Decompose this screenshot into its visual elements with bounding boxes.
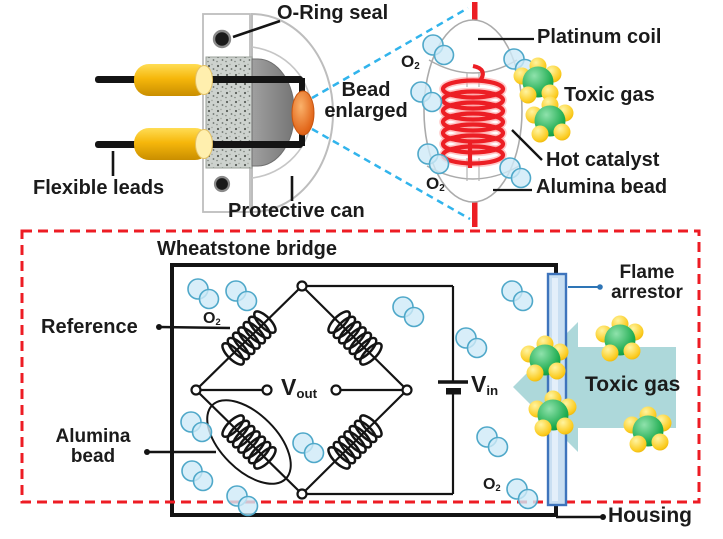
o-ring-pointer-line <box>232 19 281 39</box>
battery-icon <box>438 380 468 395</box>
flame-arrestor-label: Flame arrestor <box>611 262 683 303</box>
o-ring-bottom <box>213 175 231 193</box>
hot-catalyst-pointer-line <box>511 129 543 161</box>
alumina-bead-label-bottom: Alumina bead <box>55 426 131 467</box>
toxic-gas-molecule <box>595 315 644 362</box>
o-ring-top <box>212 29 232 49</box>
v-out-label: Vout <box>281 374 318 401</box>
housing-label: Housing <box>608 504 692 527</box>
zoom-dashed-line-top <box>311 6 469 100</box>
red-axis-bottom <box>472 201 478 227</box>
o-ring-seal-label: O-Ring seal <box>277 2 389 24</box>
porous-sinter-block <box>205 56 253 169</box>
flame-arrestor-bar <box>546 272 568 507</box>
wheatstone-bridge-title: Wheatstone bridge <box>157 238 338 260</box>
o2-label-circuit-right: O2 <box>483 476 501 494</box>
dashed-border <box>20 229 701 504</box>
hot-catalyst-label: Hot catalyst <box>546 149 660 171</box>
platinum-coil-drawing <box>439 63 507 168</box>
toxic-gas-label-bottom: Toxic gas <box>585 373 681 396</box>
bottom-pointer-lines <box>144 324 606 520</box>
lead-insulator-top <box>134 64 213 96</box>
platinum-coil-label: Platinum coil <box>537 26 662 48</box>
circuit-nodes <box>190 280 413 500</box>
flexible-leads-label: Flexible leads <box>33 177 165 199</box>
protective-can-label: Protective can <box>228 200 365 222</box>
toxic-gas-label-top: Toxic gas <box>564 84 655 106</box>
red-axis-top <box>472 2 478 22</box>
bead-enlarged-label: Bead enlarged <box>324 79 408 122</box>
v-in-label: Vin <box>471 371 499 398</box>
reference-label: Reference <box>41 316 138 338</box>
sensor-cross-section <box>95 6 471 221</box>
alumina-bead-highlight-ellipse <box>206 399 292 485</box>
o2-label-top-left: O2 <box>401 52 420 73</box>
o2-label-bottom-left: O2 <box>426 174 445 195</box>
flame-arrestor-pointer <box>568 284 603 290</box>
zoom-dashed-line-bottom <box>311 127 471 221</box>
wheatstone-circuit <box>20 229 701 520</box>
lead-insulator-bottom <box>134 128 213 160</box>
o2-label-circuit-left: O2 <box>203 310 221 328</box>
sensing-bead <box>291 90 315 136</box>
bead-enlarged-view <box>410 2 574 227</box>
alumina-bead-label-top: Alumina bead <box>536 176 668 198</box>
